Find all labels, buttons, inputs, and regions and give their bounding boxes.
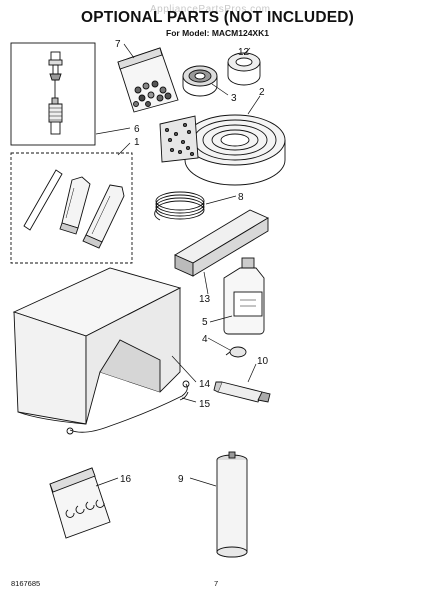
callout-15: 15 <box>199 399 211 410</box>
hardware-bag-icon <box>117 47 179 113</box>
page-number: 7 <box>214 579 219 588</box>
foam-roll-icon <box>182 65 218 97</box>
granule-pack-icon <box>159 115 199 163</box>
callout-7: 7 <box>115 39 121 50</box>
callout-1: 1 <box>134 137 140 148</box>
document-number: 8167685 <box>11 579 41 588</box>
callout-12: 12 <box>238 47 250 58</box>
callout-8: 8 <box>238 192 244 203</box>
callout-9: 9 <box>178 474 184 485</box>
part-box-6 <box>10 42 96 146</box>
plastic-rod-icon <box>23 169 63 231</box>
plug-icon <box>225 346 247 358</box>
watermark-text: AppliancePartsPros.com <box>150 4 271 15</box>
callout-3: 3 <box>231 93 237 104</box>
part-box-1 <box>10 152 133 264</box>
clip-bag-icon <box>49 467 111 539</box>
grease-tube-icon <box>213 381 271 403</box>
unit-cover-icon <box>12 267 182 425</box>
foam-seal-roll-icon <box>184 114 286 186</box>
model-subtitle: For Model: MACM124XK1 <box>166 28 269 38</box>
leader-lines <box>95 43 261 487</box>
callout-13: 13 <box>199 294 211 305</box>
callout-numbers: 7 12 3 2 6 1 8 13 5 4 10 14 15 16 9 <box>115 39 269 485</box>
sealant-tube-icon <box>59 176 91 235</box>
callout-4: 4 <box>202 334 208 345</box>
callout-16: 16 <box>120 474 132 485</box>
callout-10: 10 <box>257 356 269 367</box>
aerosol-can-icon <box>216 451 248 558</box>
tie-cord-icon <box>66 380 190 435</box>
callout-2: 2 <box>259 87 265 98</box>
lubricant-tube-icon <box>82 184 125 249</box>
callout-14: 14 <box>199 379 211 390</box>
coil-icon <box>154 191 205 221</box>
tape-roll-icon <box>227 52 261 86</box>
drain-fitting-icon <box>48 51 63 135</box>
callout-5: 5 <box>202 317 208 328</box>
cleaner-bottle-icon <box>223 257 265 335</box>
page-title: OPTIONAL PARTS (NOT INCLUDED) <box>80 9 355 26</box>
callout-6: 6 <box>134 124 140 135</box>
foam-block-icon <box>174 209 269 277</box>
